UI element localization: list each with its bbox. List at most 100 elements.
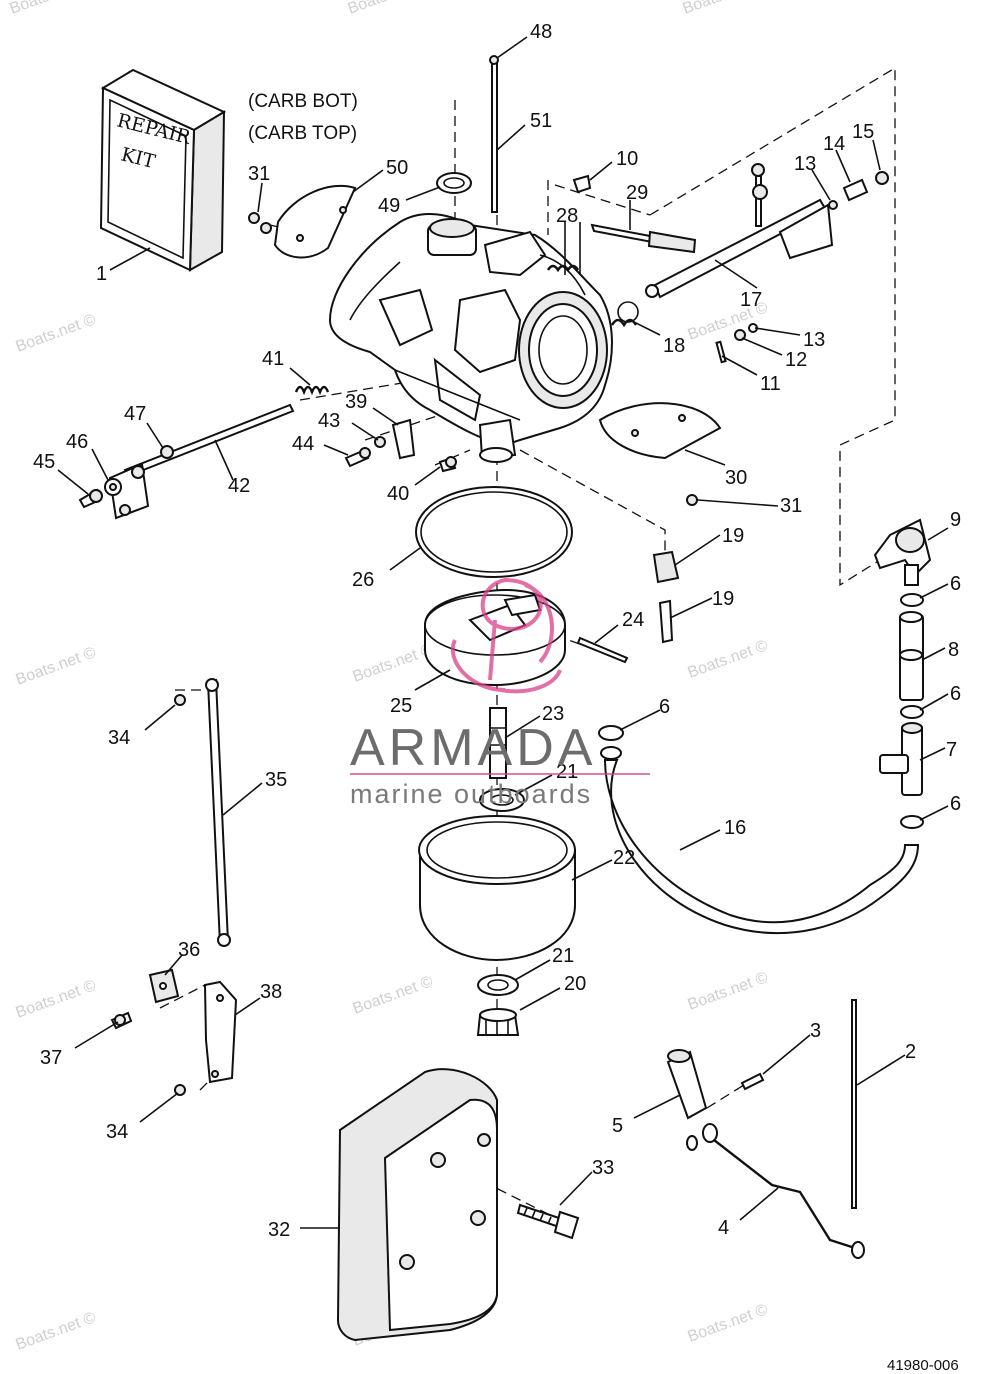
watermark: Boats.net © [686, 637, 771, 682]
callout-number: 44 [292, 433, 314, 455]
part-lever [666, 1049, 708, 1120]
part-float-bowl [418, 815, 576, 962]
part-rod [851, 999, 857, 1209]
callout-number: 39 [345, 391, 367, 413]
part-air-cover [336, 1068, 498, 1342]
part-throttle-plate [598, 402, 722, 460]
callout-number: 34 [106, 1121, 128, 1143]
callout-number: 6 [659, 696, 670, 718]
callout-number: 26 [352, 569, 374, 591]
part-fuel-elbow [873, 518, 932, 586]
watermark: Boats.net © [686, 1301, 771, 1346]
callout-number: 19 [722, 525, 744, 547]
part-gasket-plate [273, 184, 357, 259]
callout-number: 49 [378, 195, 400, 217]
callout-number: 4 [718, 1217, 729, 1239]
callout-number: 29 [626, 182, 648, 204]
callout-number: 10 [616, 148, 638, 170]
part-cover-screw [516, 1203, 580, 1240]
callout-number: 45 [33, 451, 55, 473]
callout-number: 11 [760, 373, 781, 395]
callout-number: 48 [530, 21, 552, 43]
callout-number: 21 [556, 761, 578, 783]
callout-number: 46 [66, 431, 88, 453]
callout-number: 13 [803, 329, 825, 351]
part-inlet-needle [658, 599, 674, 644]
callout-number: 6 [950, 793, 961, 815]
part-float-pin [489, 55, 499, 213]
part-fuel-hose-long [603, 759, 920, 935]
callout-number: 16 [724, 817, 746, 839]
watermark: Boats.net © [686, 969, 771, 1014]
part-throttle-shaft [645, 198, 834, 299]
armada-logo: ARMADA marine outboards [350, 577, 650, 809]
callout-number: 21 [552, 945, 574, 967]
callout-number: 6 [950, 573, 961, 595]
brand-divider [350, 773, 650, 775]
callout-number: 20 [564, 973, 586, 995]
part-choke-spring [294, 385, 330, 396]
callout-number: 40 [387, 483, 409, 505]
part-screw [248, 212, 260, 224]
header-carb-top: (CARB TOP) [248, 123, 357, 144]
part-nut [160, 445, 174, 459]
armada-emblem [451, 577, 562, 694]
part-shaft-screw [842, 178, 869, 202]
callout-numbers: 48 51 10 29 28 13 14 15 17 18 13 12 11 5… [33, 21, 961, 1241]
part-link-bracket [203, 980, 238, 1084]
brand-tagline: marine outboards [350, 779, 592, 809]
callout-number: 42 [228, 475, 250, 497]
callout-number: 51 [530, 110, 552, 132]
callout-number: 14 [823, 133, 845, 155]
part-link-rod [205, 678, 231, 947]
callout-number: 24 [622, 609, 644, 631]
part-carburetor-body [328, 213, 613, 463]
part-needle-spring [546, 264, 580, 273]
part-seal-ring [436, 172, 472, 194]
callout-number: 13 [794, 153, 816, 175]
callout-number: 3 [810, 1020, 821, 1042]
part-oring [598, 725, 624, 741]
part-wire-link [702, 1123, 865, 1259]
callout-number: 28 [556, 205, 578, 227]
part-inlet-seat [652, 550, 680, 584]
part-repair-kit: REPAIR KIT [99, 68, 227, 272]
watermark: Boats.net © [14, 644, 99, 689]
part-washer [479, 788, 525, 812]
part-pin [715, 340, 727, 364]
part-clip [174, 694, 186, 706]
callout-number: 43 [318, 410, 340, 432]
callout-number: 33 [592, 1157, 614, 1179]
part-clip [572, 174, 592, 194]
callout-number: 31 [248, 163, 270, 185]
callout-number: 36 [178, 939, 200, 961]
part-float-pin-short [576, 636, 629, 664]
callout-number: 8 [948, 639, 959, 661]
callout-number: 25 [390, 695, 412, 717]
part-bowl-plug [476, 1008, 520, 1036]
callout-number: 41 [262, 348, 284, 370]
callout-number: 50 [386, 157, 408, 179]
callout-number: 37 [40, 1047, 62, 1069]
part-bracket [391, 418, 416, 460]
watermark: Boats.net © [351, 973, 436, 1018]
brand-name: ARMADA [350, 719, 596, 777]
watermark: Boats.net © [8, 0, 93, 18]
watermark: Boats.net © [681, 0, 766, 18]
part-mixture-needle [590, 223, 654, 244]
callout-number: 18 [663, 335, 685, 357]
callout-number: 32 [268, 1219, 290, 1241]
header-carb-bot: (CARB BOT) [248, 91, 358, 112]
leader-lines [57, 36, 949, 1229]
watermark: Boats.net © [14, 1309, 99, 1354]
part-oring [900, 593, 924, 607]
watermark: Boats.net © [351, 641, 436, 686]
part-fuel-hose-short [899, 611, 924, 701]
callout-number: 19 [712, 588, 734, 610]
callout-number: 47 [124, 403, 146, 425]
watermark: Boats.net © [14, 977, 99, 1022]
part-fuel-tee [879, 722, 923, 796]
callout-number: 5 [612, 1115, 623, 1137]
callout-number: 7 [946, 739, 957, 761]
